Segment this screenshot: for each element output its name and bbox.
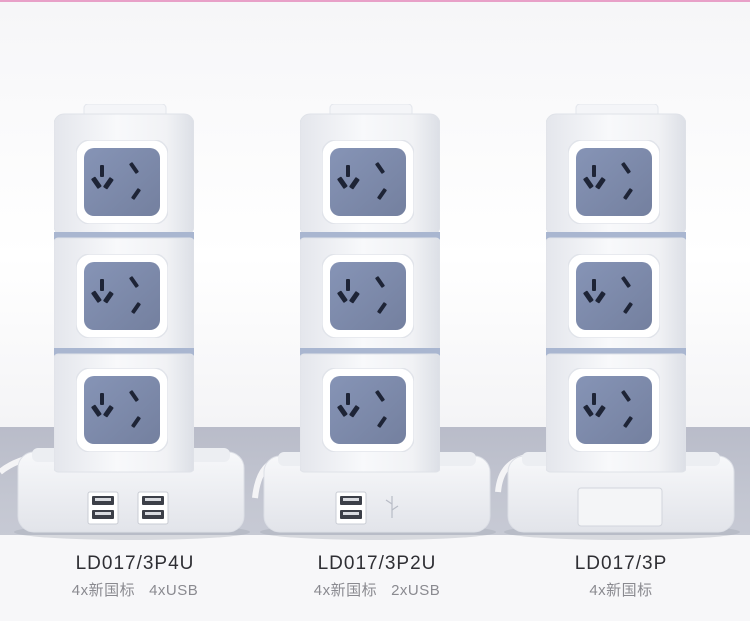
- power-tower-3p4u: [14, 104, 250, 540]
- tower-body: [54, 104, 194, 472]
- caption-area: [0, 535, 750, 621]
- blank-panel: [577, 487, 663, 527]
- product-model-label: LD017/3P4U: [75, 553, 195, 574]
- product-spec-label: 4x新国标: [589, 582, 653, 599]
- tower-body: [300, 104, 440, 472]
- top-accent-line: [0, 0, 750, 2]
- tower-body: [546, 104, 686, 472]
- product-spec-label: 4x新国标 4xUSB: [71, 582, 199, 599]
- power-tower-3p: [504, 104, 740, 540]
- product-model-label: LD017/3P2U: [317, 553, 437, 574]
- usb-ports: [87, 491, 169, 525]
- product-model-label: LD017/3P: [574, 553, 668, 574]
- power-tower-3p2u: [260, 104, 496, 540]
- usb-symbol-icon: [385, 496, 399, 518]
- usb-ports: [335, 491, 367, 525]
- product-spec-label: 4x新国标 2xUSB: [313, 582, 441, 599]
